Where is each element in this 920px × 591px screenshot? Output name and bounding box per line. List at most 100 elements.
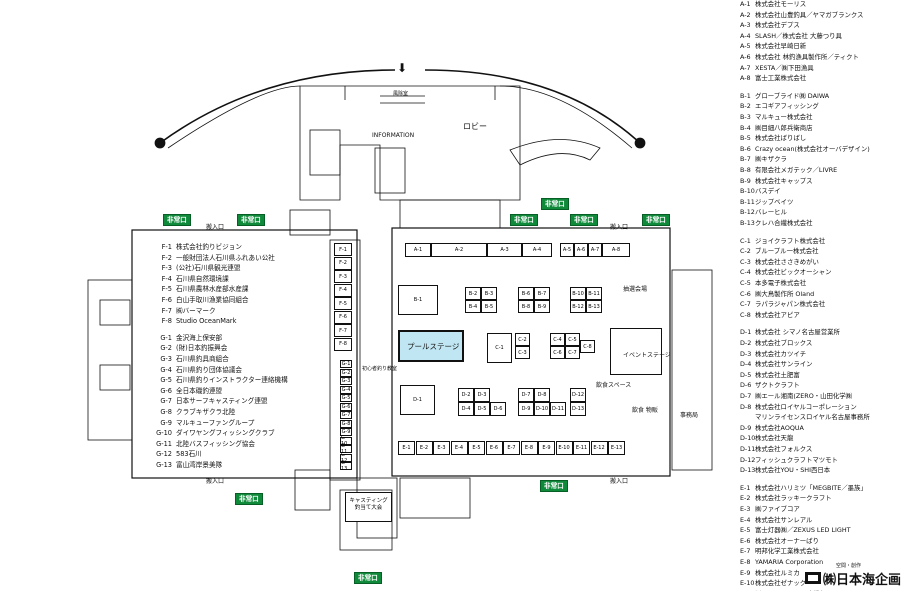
left-list-item: F-7㈱バーマーク bbox=[161, 306, 216, 315]
booth-e-2: E-2 bbox=[415, 441, 433, 455]
booth-f-4: F-4 bbox=[334, 283, 352, 297]
food-sales-label: 飲食 物販 bbox=[632, 407, 658, 414]
lobby-label: ロビー bbox=[463, 122, 487, 131]
legend-item: B-4㈱目細八郎兵衛商店 bbox=[740, 123, 813, 132]
booth-b-3: B-3 bbox=[481, 287, 497, 300]
booth-b-4: B-4 bbox=[465, 300, 481, 313]
booth-f-5: F-5 bbox=[334, 297, 352, 310]
information-label: INFORMATION bbox=[372, 132, 415, 139]
booth-d-6: D-6 bbox=[490, 402, 506, 416]
booth-g-1: G-1 bbox=[340, 360, 352, 368]
company-logo-icon bbox=[805, 572, 821, 584]
booth-d-13: D-13 bbox=[570, 402, 586, 416]
booth-c-7: C-7 bbox=[565, 346, 580, 359]
booth-e-12: E-12 bbox=[590, 441, 608, 455]
legend-item: B-7㈱キザクラ bbox=[740, 155, 787, 164]
booth-f-3: F-3 bbox=[334, 270, 352, 283]
legend-item: D-11株式会社フォルクス bbox=[740, 445, 813, 453]
booth-b-2: B-2 bbox=[465, 287, 481, 300]
booth-a-3: A-3 bbox=[487, 243, 522, 257]
legend-item: D-12フィッシュクラフトマツモト bbox=[740, 455, 838, 464]
beginner-class-label: 初心者釣り教室 bbox=[362, 366, 398, 372]
left-list-item: F-3(公社)石川県観光連盟 bbox=[161, 264, 241, 273]
entrance-label-1: 搬入口 bbox=[206, 224, 225, 231]
booth-g-9: G-9 bbox=[340, 428, 352, 436]
emergency-exit-8: 非常口 bbox=[540, 480, 568, 492]
roof-arc-right bbox=[424, 69, 641, 144]
booth-c-3: C-3 bbox=[515, 346, 530, 359]
booth-e-9: E-9 bbox=[538, 441, 555, 455]
emergency-exit-2: 非常口 bbox=[237, 214, 265, 226]
legend-item: B-13クレハ合繊株式会社 bbox=[740, 219, 813, 227]
booth-g-10: G-10 bbox=[340, 435, 352, 447]
booth-b-11: B-11 bbox=[586, 287, 602, 300]
booth-c-2: C-2 bbox=[515, 333, 530, 346]
booth-g-6: G-6 bbox=[340, 402, 352, 411]
booth-d-3: D-3 bbox=[474, 388, 490, 402]
footer-credit: 空間・創作 bbox=[836, 563, 862, 569]
booth-f-2: F-2 bbox=[334, 256, 352, 270]
booth-a-8: A-8 bbox=[602, 243, 630, 257]
booth-a-1: A-1 bbox=[405, 243, 431, 257]
pool-stage-label: プールステージ bbox=[407, 342, 460, 351]
wind-room-label: 風除室 bbox=[393, 91, 409, 97]
booth-g-8: G-8 bbox=[340, 419, 352, 428]
booth-a-6: A-6 bbox=[574, 243, 588, 257]
booth-f-6: F-6 bbox=[334, 310, 352, 324]
booth-d-1: D-1 bbox=[400, 385, 435, 415]
booth-e-3: E-3 bbox=[433, 441, 450, 455]
booth-a-4: A-4 bbox=[522, 243, 552, 257]
booth-d-2: D-2 bbox=[458, 388, 474, 402]
booth-e-10: E-10 bbox=[555, 441, 573, 455]
booth-g-3: G-3 bbox=[340, 377, 352, 385]
booth-d-4: D-4 bbox=[458, 402, 474, 416]
roof-arc-left bbox=[159, 69, 396, 144]
legend-item: E-11㈱アレアFishman事業部 bbox=[740, 590, 826, 591]
emergency-exit-4: 非常口 bbox=[541, 198, 569, 210]
booth-f-1: F-1 bbox=[334, 243, 352, 256]
emergency-exit-5: 非常口 bbox=[570, 214, 598, 226]
emergency-exit-7: 非常口 bbox=[235, 493, 263, 505]
main-hall-outline bbox=[391, 227, 671, 477]
booth-c-5: C-5 bbox=[565, 333, 580, 346]
booth-g-11: G-11 bbox=[340, 443, 352, 455]
booth-a-7: A-7 bbox=[588, 243, 602, 257]
entrance-label-2: 搬入口 bbox=[610, 224, 629, 231]
legend-item: B-10バスデイ bbox=[740, 187, 781, 196]
event-stage-label: イベントステージ bbox=[623, 352, 671, 359]
